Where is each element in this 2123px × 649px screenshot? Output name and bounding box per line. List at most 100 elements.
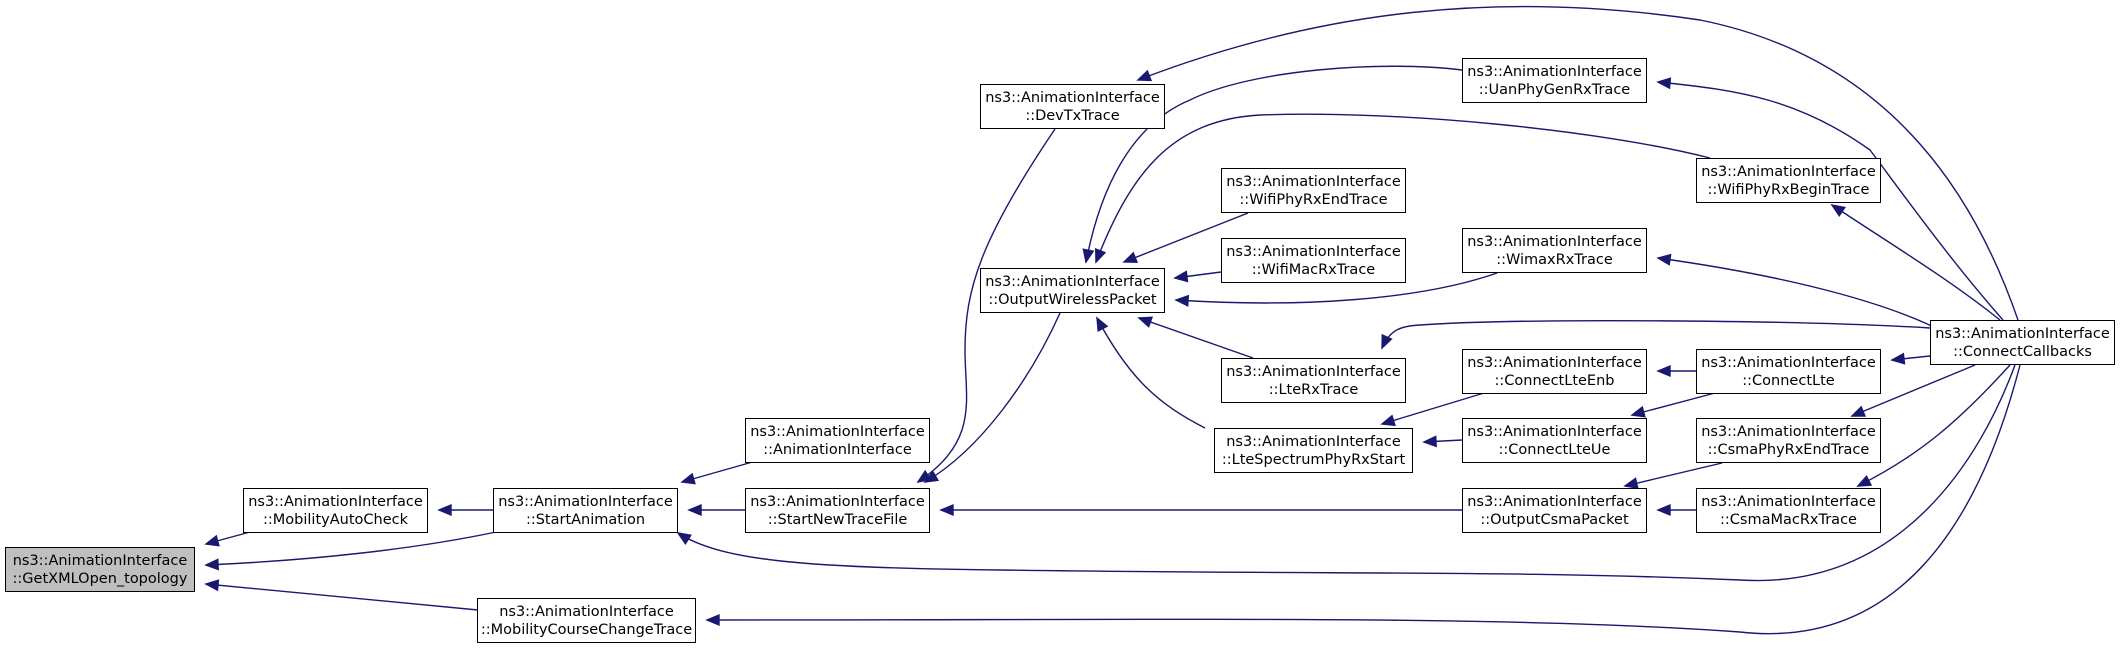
node-label-class: ns3::AnimationInterface: [985, 89, 1160, 106]
edge-lte-rx-trace-to-output-wireless-packet: [1138, 317, 1254, 359]
edge-connect-callbacks-to-wimax-rx-trace: [1657, 257, 1941, 331]
edge-arrowhead: [1656, 77, 1672, 90]
edge-connect-lte-to-connect-lte-ue: [1631, 392, 1716, 416]
node-connect-callbacks[interactable]: ns3::AnimationInterface ::ConnectCallbac…: [1930, 320, 2115, 365]
node-label-method: ::WifiPhyRxEndTrace: [1239, 191, 1388, 208]
node-connect-lte-enb[interactable]: ns3::AnimationInterface ::ConnectLteEnb: [1462, 349, 1647, 394]
node-mobility-auto-check[interactable]: ns3::AnimationInterface ::MobilityAutoCh…: [243, 488, 428, 533]
node-csma-mac-rx-trace[interactable]: ns3::AnimationInterface ::CsmaMacRxTrace: [1696, 488, 1881, 533]
node-label-class: ns3::AnimationInterface: [1701, 163, 1876, 180]
node-label-class: ns3::AnimationInterface: [985, 273, 1160, 290]
edge-arrowhead: [1623, 477, 1639, 489]
edge-arrowhead: [1174, 294, 1190, 307]
edge-arrowhead: [204, 558, 219, 571]
edge-arrowhead: [1082, 248, 1095, 264]
node-label-method: ::MobilityCourseChangeTrace: [480, 621, 693, 638]
edge-csma-phy-rx-end-trace-to-output-csma-packet: [1624, 462, 1723, 487]
node-lte-rx-trace[interactable]: ns3::AnimationInterface ::LteRxTrace: [1221, 358, 1406, 403]
node-label-class: ns3::AnimationInterface: [1226, 433, 1401, 450]
edge-connect-callbacks-to-dev-tx-trace: [1137, 5, 2019, 321]
edge-arrowhead: [1890, 352, 1906, 365]
node-output-csma-packet[interactable]: ns3::AnimationInterface ::OutputCsmaPack…: [1462, 488, 1647, 533]
edge-wifi-phy-rx-begin-trace-to-output-wireless-packet: [1095, 113, 1711, 263]
edge-arrowhead: [680, 472, 696, 485]
edge-arrowhead: [687, 503, 702, 517]
edge-arrowhead: [1656, 364, 1671, 378]
node-label-class: ns3::AnimationInterface: [750, 423, 925, 440]
edge-start-animation-to-get-xml-open-topology: [205, 531, 497, 566]
edge-lte-spectrum-phy-rx-start-to-output-wireless-packet: [1096, 317, 1206, 429]
edge-connect-callbacks-to-csma-phy-rx-end-trace: [1851, 364, 1976, 417]
node-label-class: ns3::AnimationInterface: [1226, 173, 1401, 190]
node-label-class: ns3::AnimationInterface: [12, 552, 188, 569]
edge-mobility-course-change-trace-to-get-xml-open-topology: [205, 583, 479, 611]
node-label-class: ns3::AnimationInterface: [499, 603, 674, 620]
node-start-animation[interactable]: ns3::AnimationInterface ::StartAnimation: [493, 488, 678, 533]
node-label-class: ns3::AnimationInterface: [1226, 243, 1401, 260]
node-label-class: ns3::AnimationInterface: [1701, 493, 1876, 510]
node-mobility-course-change-trace[interactable]: ns3::AnimationInterface ::MobilityCourse…: [477, 598, 696, 643]
node-label-class: ns3::AnimationInterface: [1467, 63, 1642, 80]
edge-arrowhead: [705, 613, 720, 627]
node-label-class: ns3::AnimationInterface: [1467, 423, 1642, 440]
edge-connect-callbacks-to-start-animation: [677, 364, 2016, 582]
edge-wimax-rx-trace-to-output-wireless-packet: [1175, 272, 1498, 304]
node-label-class: ns3::AnimationInterface: [1467, 493, 1642, 510]
node-label-class: ns3::AnimationInterface: [1467, 354, 1642, 371]
node-label-method: ::WifiMacRxTrace: [1251, 261, 1376, 278]
node-wifi-phy-rx-end-trace[interactable]: ns3::AnimationInterface ::WifiPhyRxEndTr…: [1221, 168, 1406, 213]
edge-arrowhead: [1856, 474, 1873, 487]
node-label-method: ::OutputWirelessPacket: [988, 291, 1157, 308]
node-label-method: ::AnimationInterface: [763, 441, 912, 458]
edge-arrowhead: [1830, 203, 1846, 218]
node-connect-lte[interactable]: ns3::AnimationInterface ::ConnectLte: [1696, 349, 1881, 394]
node-wifi-phy-rx-begin-trace[interactable]: ns3::AnimationInterface ::WifiPhyRxBegin…: [1696, 158, 1881, 203]
node-dev-tx-trace[interactable]: ns3::AnimationInterface ::DevTxTrace: [980, 84, 1165, 129]
node-label-method: ::MobilityAutoCheck: [263, 511, 408, 528]
node-label-class: ns3::AnimationInterface: [1935, 325, 2110, 342]
edge-arrowhead: [1656, 503, 1671, 517]
node-start-new-trace-file[interactable]: ns3::AnimationInterface ::StartNewTraceF…: [745, 488, 930, 533]
node-get-xml-open-topology: ns3::AnimationInterface ::GetXMLOpen_top…: [5, 547, 195, 592]
node-uan-phy-gen-rx-trace[interactable]: ns3::AnimationInterface ::UanPhyGenRxTra…: [1462, 58, 1647, 103]
edge-connect-callbacks-to-csma-mac-rx-trace: [1857, 364, 2011, 487]
edge-connect-callbacks-to-wifi-phy-rx-begin-trace: [1831, 204, 2001, 321]
node-label-method: ::StartAnimation: [525, 511, 646, 528]
node-wimax-rx-trace[interactable]: ns3::AnimationInterface ::WimaxRxTrace: [1462, 228, 1647, 273]
node-label-method: ::ConnectLte: [1742, 372, 1835, 389]
node-label-method: ::ConnectCallbacks: [1953, 343, 2092, 360]
edge-uan-phy-gen-rx-trace-to-output-wireless-packet: [1085, 65, 1463, 263]
node-label-method: ::CsmaMacRxTrace: [1720, 511, 1857, 528]
edge-arrowhead: [204, 534, 220, 547]
edge-arrowhead: [1094, 247, 1107, 264]
node-label-method: ::ConnectLteEnb: [1494, 372, 1615, 389]
edge-connect-callbacks-to-uan-phy-gen-rx-trace: [1657, 81, 2004, 321]
node-csma-phy-rx-end-trace[interactable]: ns3::AnimationInterface ::CsmaPhyRxEndTr…: [1696, 418, 1881, 463]
edge-arrowhead: [1850, 405, 1867, 417]
edge-connect-lte-enb-to-lte-spectrum-phy-rx-start: [1381, 392, 1485, 425]
edge-arrowhead: [1173, 270, 1189, 283]
edge-arrowhead: [1630, 405, 1646, 418]
node-label-class: ns3::AnimationInterface: [1226, 363, 1401, 380]
node-animation-interface[interactable]: ns3::AnimationInterface ::AnimationInter…: [745, 418, 930, 463]
node-label-method: ::WifiPhyRxBeginTrace: [1707, 181, 1870, 198]
node-label-method: ::WimaxRxTrace: [1496, 251, 1613, 268]
edge-arrowhead: [1422, 435, 1437, 448]
node-connect-lte-ue[interactable]: ns3::AnimationInterface ::ConnectLteUe: [1462, 418, 1647, 463]
edge-arrowhead: [1380, 414, 1396, 427]
node-label-class: ns3::AnimationInterface: [1467, 233, 1642, 250]
edge-connect-callbacks-to-mobility-course-change-trace: [706, 364, 2021, 635]
edge-output-wireless-packet-to-start-new-trace-file: [924, 312, 1061, 483]
node-label-method: ::OutputCsmaPacket: [1480, 511, 1629, 528]
node-output-wireless-packet[interactable]: ns3::AnimationInterface ::OutputWireless…: [980, 268, 1165, 313]
edge-arrowhead: [1136, 69, 1153, 82]
edge-arrowhead: [1096, 316, 1109, 333]
node-lte-spectrum-phy-rx-start[interactable]: ns3::AnimationInterface ::LteSpectrumPhy…: [1214, 428, 1413, 473]
node-label-method: ::CsmaPhyRxEndTrace: [1707, 441, 1870, 458]
node-label-method: ::UanPhyGenRxTrace: [1478, 81, 1631, 98]
node-wifi-mac-rx-trace[interactable]: ns3::AnimationInterface ::WifiMacRxTrace: [1221, 238, 1406, 283]
edge-arrowhead: [1381, 333, 1393, 350]
node-label-class: ns3::AnimationInterface: [1701, 423, 1876, 440]
